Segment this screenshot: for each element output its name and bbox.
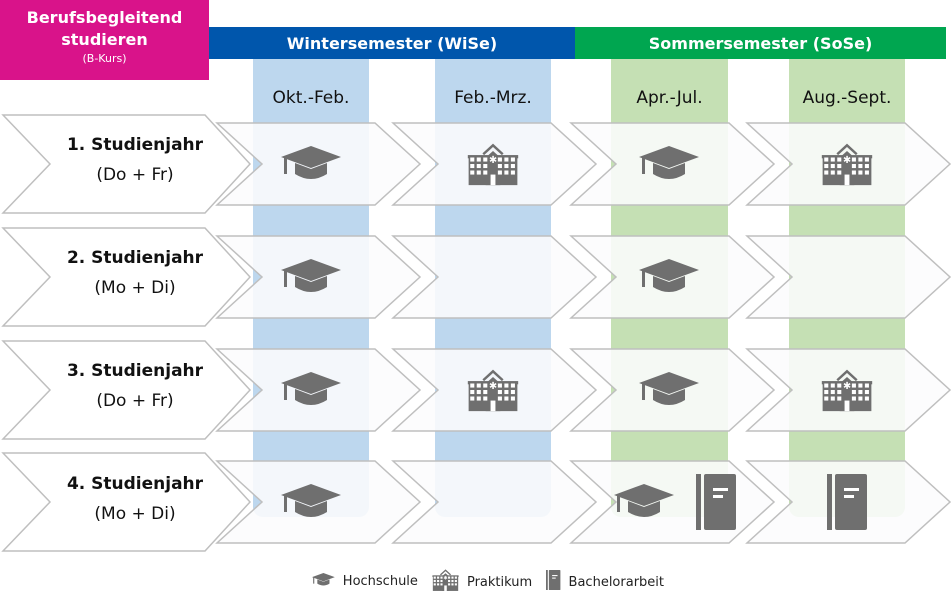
sommersemester-header: Sommersemester (SoSe)	[575, 27, 946, 59]
row-label-year-3: 3. Studienjahr (Do + Fr)	[40, 356, 230, 416]
svg-text:✱: ✱	[843, 155, 851, 166]
graduation-cap-icon	[281, 484, 341, 520]
year-title: 2. Studienjahr	[66, 248, 204, 268]
schedule-cell-4-4	[747, 461, 947, 543]
sommersemester-label: Sommersemester (SoSe)	[648, 33, 873, 53]
graduation-cap-icon	[312, 573, 335, 591]
year-chevron-3	[1, 340, 252, 440]
schedule-cell-3-3	[569, 349, 769, 431]
year-chevron-1	[1, 114, 252, 214]
svg-text:✱: ✱	[443, 576, 448, 582]
year-chevron-2	[1, 227, 252, 327]
program-subtitle: (B-Kurs)	[82, 52, 127, 65]
graduation-cap-icon	[281, 372, 341, 408]
graduation-cap-icon	[281, 259, 341, 295]
schedule-cell-2-4	[747, 236, 947, 318]
school-building-icon: ✱	[467, 141, 519, 187]
year-title: 3. Studienjahr	[66, 361, 204, 381]
period-label-okt-feb: Okt.-Feb.	[272, 88, 350, 108]
year-chevron-4	[1, 452, 252, 552]
svg-text:✱: ✱	[489, 155, 497, 166]
school-building-icon: ✱	[821, 141, 873, 187]
year-days: (Mo + Di)	[94, 278, 176, 298]
graduation-cap-icon	[639, 259, 699, 295]
schedule-cell-4-1	[211, 461, 411, 543]
svg-text:✱: ✱	[489, 381, 497, 392]
year-days: (Do + Fr)	[96, 165, 174, 185]
legend-label: Bachelorarbeit	[568, 574, 664, 590]
thesis-book-icon	[546, 569, 561, 594]
year-title: 4. Studienjahr	[66, 474, 204, 494]
graduation-cap-icon	[639, 146, 699, 182]
graduation-cap-icon	[281, 146, 341, 182]
year-days: (Do + Fr)	[96, 391, 174, 411]
period-chevron-2-4	[745, 235, 952, 319]
schedule-cell-2-1	[211, 236, 411, 318]
program-title-line2: studieren	[61, 30, 148, 49]
period-label-aug-sept: Aug.-Sept.	[802, 88, 892, 108]
program-title-box: Berufsbegleitend studieren (B-Kurs)	[0, 0, 209, 80]
legend-item-bachelorarbeit: Bachelorarbeit	[546, 569, 664, 594]
period-chevron-4-2	[391, 460, 598, 544]
legend: Hochschule ✱ Praktikum Bachelorarbeit	[312, 568, 668, 596]
year-days: (Mo + Di)	[94, 504, 176, 524]
schedule-cell-3-1	[211, 349, 411, 431]
wintersemester-label: Wintersemester (WiSe)	[286, 33, 498, 53]
graduation-cap-icon	[614, 484, 674, 520]
schedule-cell-1-2: ✱	[393, 123, 593, 205]
school-building-icon: ✱	[821, 367, 873, 413]
graduation-cap-icon	[639, 372, 699, 408]
legend-label: Hochschule	[342, 574, 418, 590]
school-building-icon: ✱	[467, 367, 519, 413]
row-label-year-4: 4. Studienjahr (Mo + Di)	[40, 469, 230, 529]
year-title: 1. Studienjahr	[66, 135, 204, 155]
school-building-icon: ✱	[432, 568, 459, 596]
period-chevron-2-2	[391, 235, 598, 319]
legend-item-praktikum: ✱ Praktikum	[432, 568, 532, 596]
program-title-line1: Berufsbegleitend	[26, 8, 183, 27]
schedule-cell-4-3	[575, 461, 775, 543]
schedule-cell-2-3	[569, 236, 769, 318]
thesis-book-icon	[696, 474, 736, 530]
thesis-book-icon	[827, 474, 867, 530]
schedule-cell-3-2: ✱	[393, 349, 593, 431]
legend-label: Praktikum	[466, 574, 533, 590]
period-label-feb-mrz: Feb.-Mrz.	[454, 88, 532, 108]
schedule-cell-2-2	[393, 236, 593, 318]
schedule-cell-1-1	[211, 123, 411, 205]
legend-item-hochschule: Hochschule	[312, 573, 418, 591]
schedule-cell-1-3	[569, 123, 769, 205]
row-label-year-2: 2. Studienjahr (Mo + Di)	[40, 243, 230, 303]
wintersemester-header: Wintersemester (WiSe)	[209, 27, 575, 59]
row-label-year-1: 1. Studienjahr (Do + Fr)	[40, 130, 230, 190]
schedule-cell-3-4: ✱	[747, 349, 947, 431]
period-label-apr-jul: Apr.-Jul.	[636, 88, 703, 108]
svg-text:✱: ✱	[843, 381, 851, 392]
schedule-cell-4-2	[393, 461, 593, 543]
schedule-cell-1-4: ✱	[747, 123, 947, 205]
